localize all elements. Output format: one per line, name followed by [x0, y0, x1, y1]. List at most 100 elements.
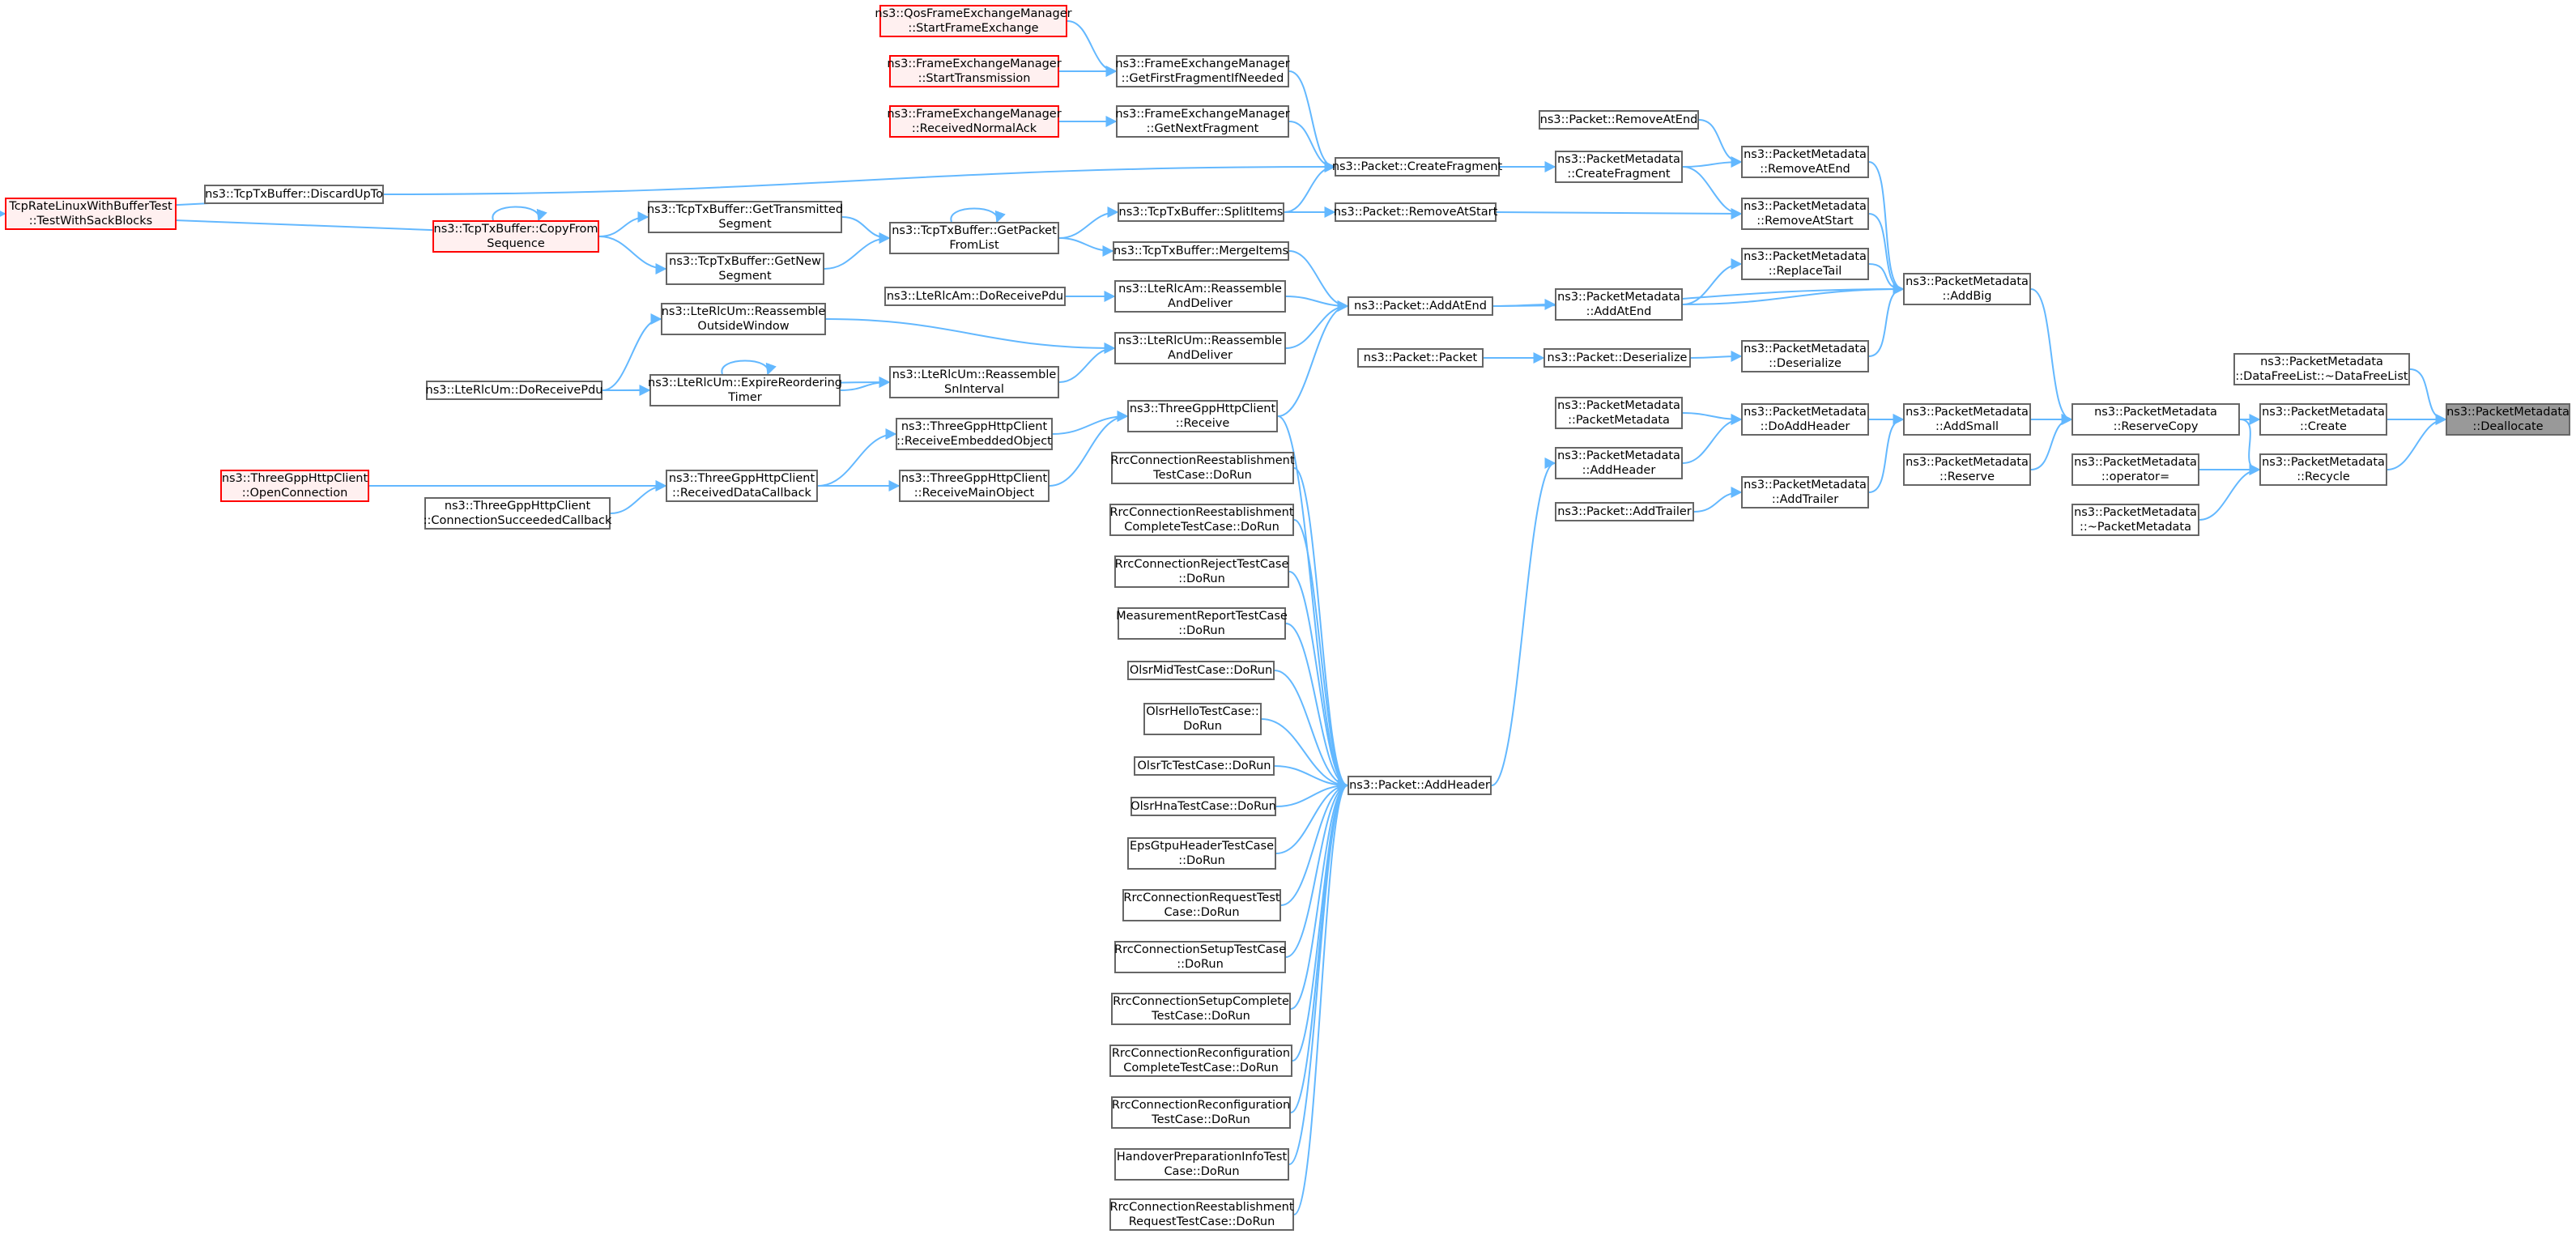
- node-label-line: ::~PacketMetadata: [2079, 521, 2192, 534]
- node-pmDeser[interactable]: ns3::PacketMetadata::Deserialize: [1741, 340, 1869, 372]
- edge-getNewSeg-to-getPktFromList: [824, 232, 891, 270]
- node-pmCtor[interactable]: ns3::PacketMetadata::PacketMetadata: [1555, 397, 1683, 429]
- node-dfl[interactable]: ns3::PacketMetadata::DataFreeList::~Data…: [2233, 353, 2410, 385]
- edge-reserve-to-resCopy: [2030, 414, 2073, 470]
- node-label-line: ns3::Packet::AddAtEnd: [1354, 300, 1487, 313]
- node-femFirstFrag[interactable]: ns3::FrameExchangeManager::GetFirstFragm…: [1115, 55, 1290, 87]
- node-mergeItems[interactable]: ns3::TcpTxBuffer::MergeItems: [1113, 241, 1289, 261]
- node-pmAddHdr[interactable]: ns3::PacketMetadata::AddHeader: [1555, 447, 1683, 479]
- edge-t12-to-pktAddHeader: [1290, 780, 1349, 1010]
- node-label-line: ::PacketMetadata: [1568, 414, 1670, 427]
- edge-getPktFromList-to-mergeItems: [1058, 237, 1114, 257]
- node-label-line: AndDeliver: [1168, 349, 1233, 362]
- node-pmAddAtEnd[interactable]: ns3::PacketMetadata::AddAtEnd: [1555, 288, 1683, 321]
- edge-recycle-to-dealloc: [2387, 414, 2447, 470]
- node-discardUpTo[interactable]: ns3::TcpTxBuffer::DiscardUpTo: [204, 185, 384, 204]
- node-amDoRecv[interactable]: ns3::LteRlcAm::DoReceivePdu: [884, 287, 1066, 306]
- node-t9[interactable]: EpsGtpuHeaderTestCase::DoRun: [1127, 837, 1276, 870]
- node-pktRemAtEnd[interactable]: ns3::Packet::RemoveAtEnd: [1539, 110, 1699, 130]
- node-qosStart[interactable]: ns3::QosFrameExchangeManager::StartFrame…: [875, 5, 1072, 37]
- node-pmCreateFrag[interactable]: ns3::PacketMetadata::CreateFragment: [1555, 151, 1683, 183]
- node-label-line: ns3::LteRlcAm::Reassemble: [1118, 283, 1282, 296]
- node-femNextFrag[interactable]: ns3::FrameExchangeManager::GetNextFragme…: [1115, 105, 1290, 138]
- node-t8[interactable]: OlsrHnaTestCase::DoRun: [1130, 797, 1276, 816]
- node-dtor[interactable]: ns3::PacketMetadata::~PacketMetadata: [2071, 504, 2199, 536]
- node-pktAddAtEnd[interactable]: ns3::Packet::AddAtEnd: [1348, 296, 1493, 316]
- node-create[interactable]: ns3::PacketMetadata::Create: [2259, 403, 2387, 436]
- node-t6[interactable]: OlsrHelloTestCase::DoRun: [1143, 703, 1262, 735]
- node-remAtEnd[interactable]: ns3::PacketMetadata::RemoveAtEnd: [1741, 146, 1869, 178]
- node-thgOpenConn[interactable]: ns3::ThreeGppHttpClient::OpenConnection: [220, 470, 369, 502]
- node-label-line: ns3::Packet::RemoveAtEnd: [1539, 113, 1698, 126]
- node-thgReceive[interactable]: ns3::ThreeGppHttpClient::Receive: [1127, 400, 1278, 432]
- edge-remAtEnd-to-addBig: [1868, 161, 1905, 295]
- edge-copyFromSeq-to-copyFromSeq: [492, 206, 547, 222]
- node-thgConnSucc[interactable]: ns3::ThreeGppHttpClient::ConnectionSucce…: [424, 497, 611, 530]
- node-label-line: ns3::PacketMetadata: [1905, 456, 2029, 469]
- node-label-line: ::TestWithSackBlocks: [28, 215, 153, 228]
- edge-getPktFromList-to-splitItems: [1058, 206, 1119, 239]
- node-pmAddTrailer[interactable]: ns3::PacketMetadata::AddTrailer: [1741, 476, 1869, 508]
- node-addSmall[interactable]: ns3::PacketMetadata::AddSmall: [1903, 403, 2031, 436]
- node-doAddHdr[interactable]: ns3::PacketMetadata::DoAddHeader: [1741, 403, 1869, 436]
- node-addBig[interactable]: ns3::PacketMetadata::AddBig: [1903, 273, 2031, 305]
- edge-pmAddAtEnd-to-replTail: [1682, 258, 1743, 305]
- node-thgEmbedded[interactable]: ns3::ThreeGppHttpClient::ReceiveEmbedded…: [896, 418, 1053, 450]
- node-splitItems[interactable]: ns3::TcpTxBuffer::SplitItems: [1118, 202, 1284, 222]
- node-t7[interactable]: OlsrTcTestCase::DoRun: [1134, 756, 1275, 776]
- edge-t5-to-pktAddHeader: [1274, 670, 1349, 791]
- node-label-line: ::ReplaceTail: [1768, 265, 1842, 278]
- node-replTail[interactable]: ns3::PacketMetadata::ReplaceTail: [1741, 248, 1869, 280]
- node-reserve[interactable]: ns3::PacketMetadata::Reserve: [1903, 453, 2031, 486]
- node-femRecvAck[interactable]: ns3::FrameExchangeManager::ReceivedNorma…: [887, 105, 1062, 138]
- edge-discardUpTo-to-pktCreateFrag: [383, 161, 1336, 195]
- node-label-line: Case::DoRun: [1164, 1165, 1240, 1178]
- node-label-line: SnInterval: [944, 383, 1004, 396]
- node-t3[interactable]: RrcConnectionRejectTestCase::DoRun: [1114, 555, 1289, 588]
- node-pktDeser[interactable]: ns3::Packet::Deserialize: [1543, 348, 1691, 368]
- node-opAssign[interactable]: ns3::PacketMetadata::operator=: [2071, 453, 2199, 486]
- node-thgRecvData[interactable]: ns3::ThreeGppHttpClient::ReceivedDataCal…: [666, 470, 818, 502]
- node-resCopy[interactable]: ns3::PacketMetadata::ReserveCopy: [2071, 403, 2240, 436]
- node-umDoRecv[interactable]: ns3::LteRlcUm::DoReceivePdu: [426, 381, 602, 400]
- node-label-line: ::StartFrameExchange: [908, 22, 1039, 35]
- node-label-line: ::RemoveAtEnd: [1760, 163, 1850, 176]
- node-pktRemAtStart[interactable]: ns3::Packet::RemoveAtStart: [1334, 202, 1497, 222]
- node-pktAddTrailer[interactable]: ns3::Packet::AddTrailer: [1555, 502, 1694, 521]
- node-t4[interactable]: MeasurementReportTestCase::DoRun: [1116, 607, 1288, 640]
- node-thgMain[interactable]: ns3::ThreeGppHttpClient::ReceiveMainObje…: [899, 470, 1050, 502]
- node-label-line: ::GetFirstFragmentIfNeeded: [1121, 72, 1284, 85]
- node-pktPacket[interactable]: ns3::Packet::Packet: [1357, 348, 1484, 368]
- node-pktCreateFrag[interactable]: ns3::Packet::CreateFragment: [1332, 157, 1502, 177]
- node-remAtStart[interactable]: ns3::PacketMetadata::RemoveAtStart: [1741, 198, 1869, 230]
- node-recycle[interactable]: ns3::PacketMetadata::Recycle: [2259, 453, 2387, 486]
- node-label-line: ns3::PacketMetadata: [1557, 153, 1680, 166]
- node-label-line: ns3::PacketMetadata: [2074, 506, 2197, 519]
- node-label-line: TestCase::DoRun: [1152, 1010, 1250, 1023]
- node-t5[interactable]: OlsrMidTestCase::DoRun: [1127, 661, 1275, 680]
- node-tcpRate[interactable]: TcpRateLinuxWithBufferTest::TestWithSack…: [5, 198, 177, 230]
- edge-t16-to-pktAddHeader: [1293, 780, 1349, 1215]
- node-femStartTx[interactable]: ns3::FrameExchangeManager::StartTransmis…: [887, 55, 1062, 87]
- node-t11[interactable]: RrcConnectionSetupTestCase::DoRun: [1114, 941, 1286, 973]
- node-label-line: ns3::TcpTxBuffer::GetTransmitted: [646, 203, 844, 216]
- node-pktAddHeader[interactable]: ns3::Packet::AddHeader: [1348, 776, 1492, 795]
- node-label-line: ::Recycle: [2297, 470, 2350, 483]
